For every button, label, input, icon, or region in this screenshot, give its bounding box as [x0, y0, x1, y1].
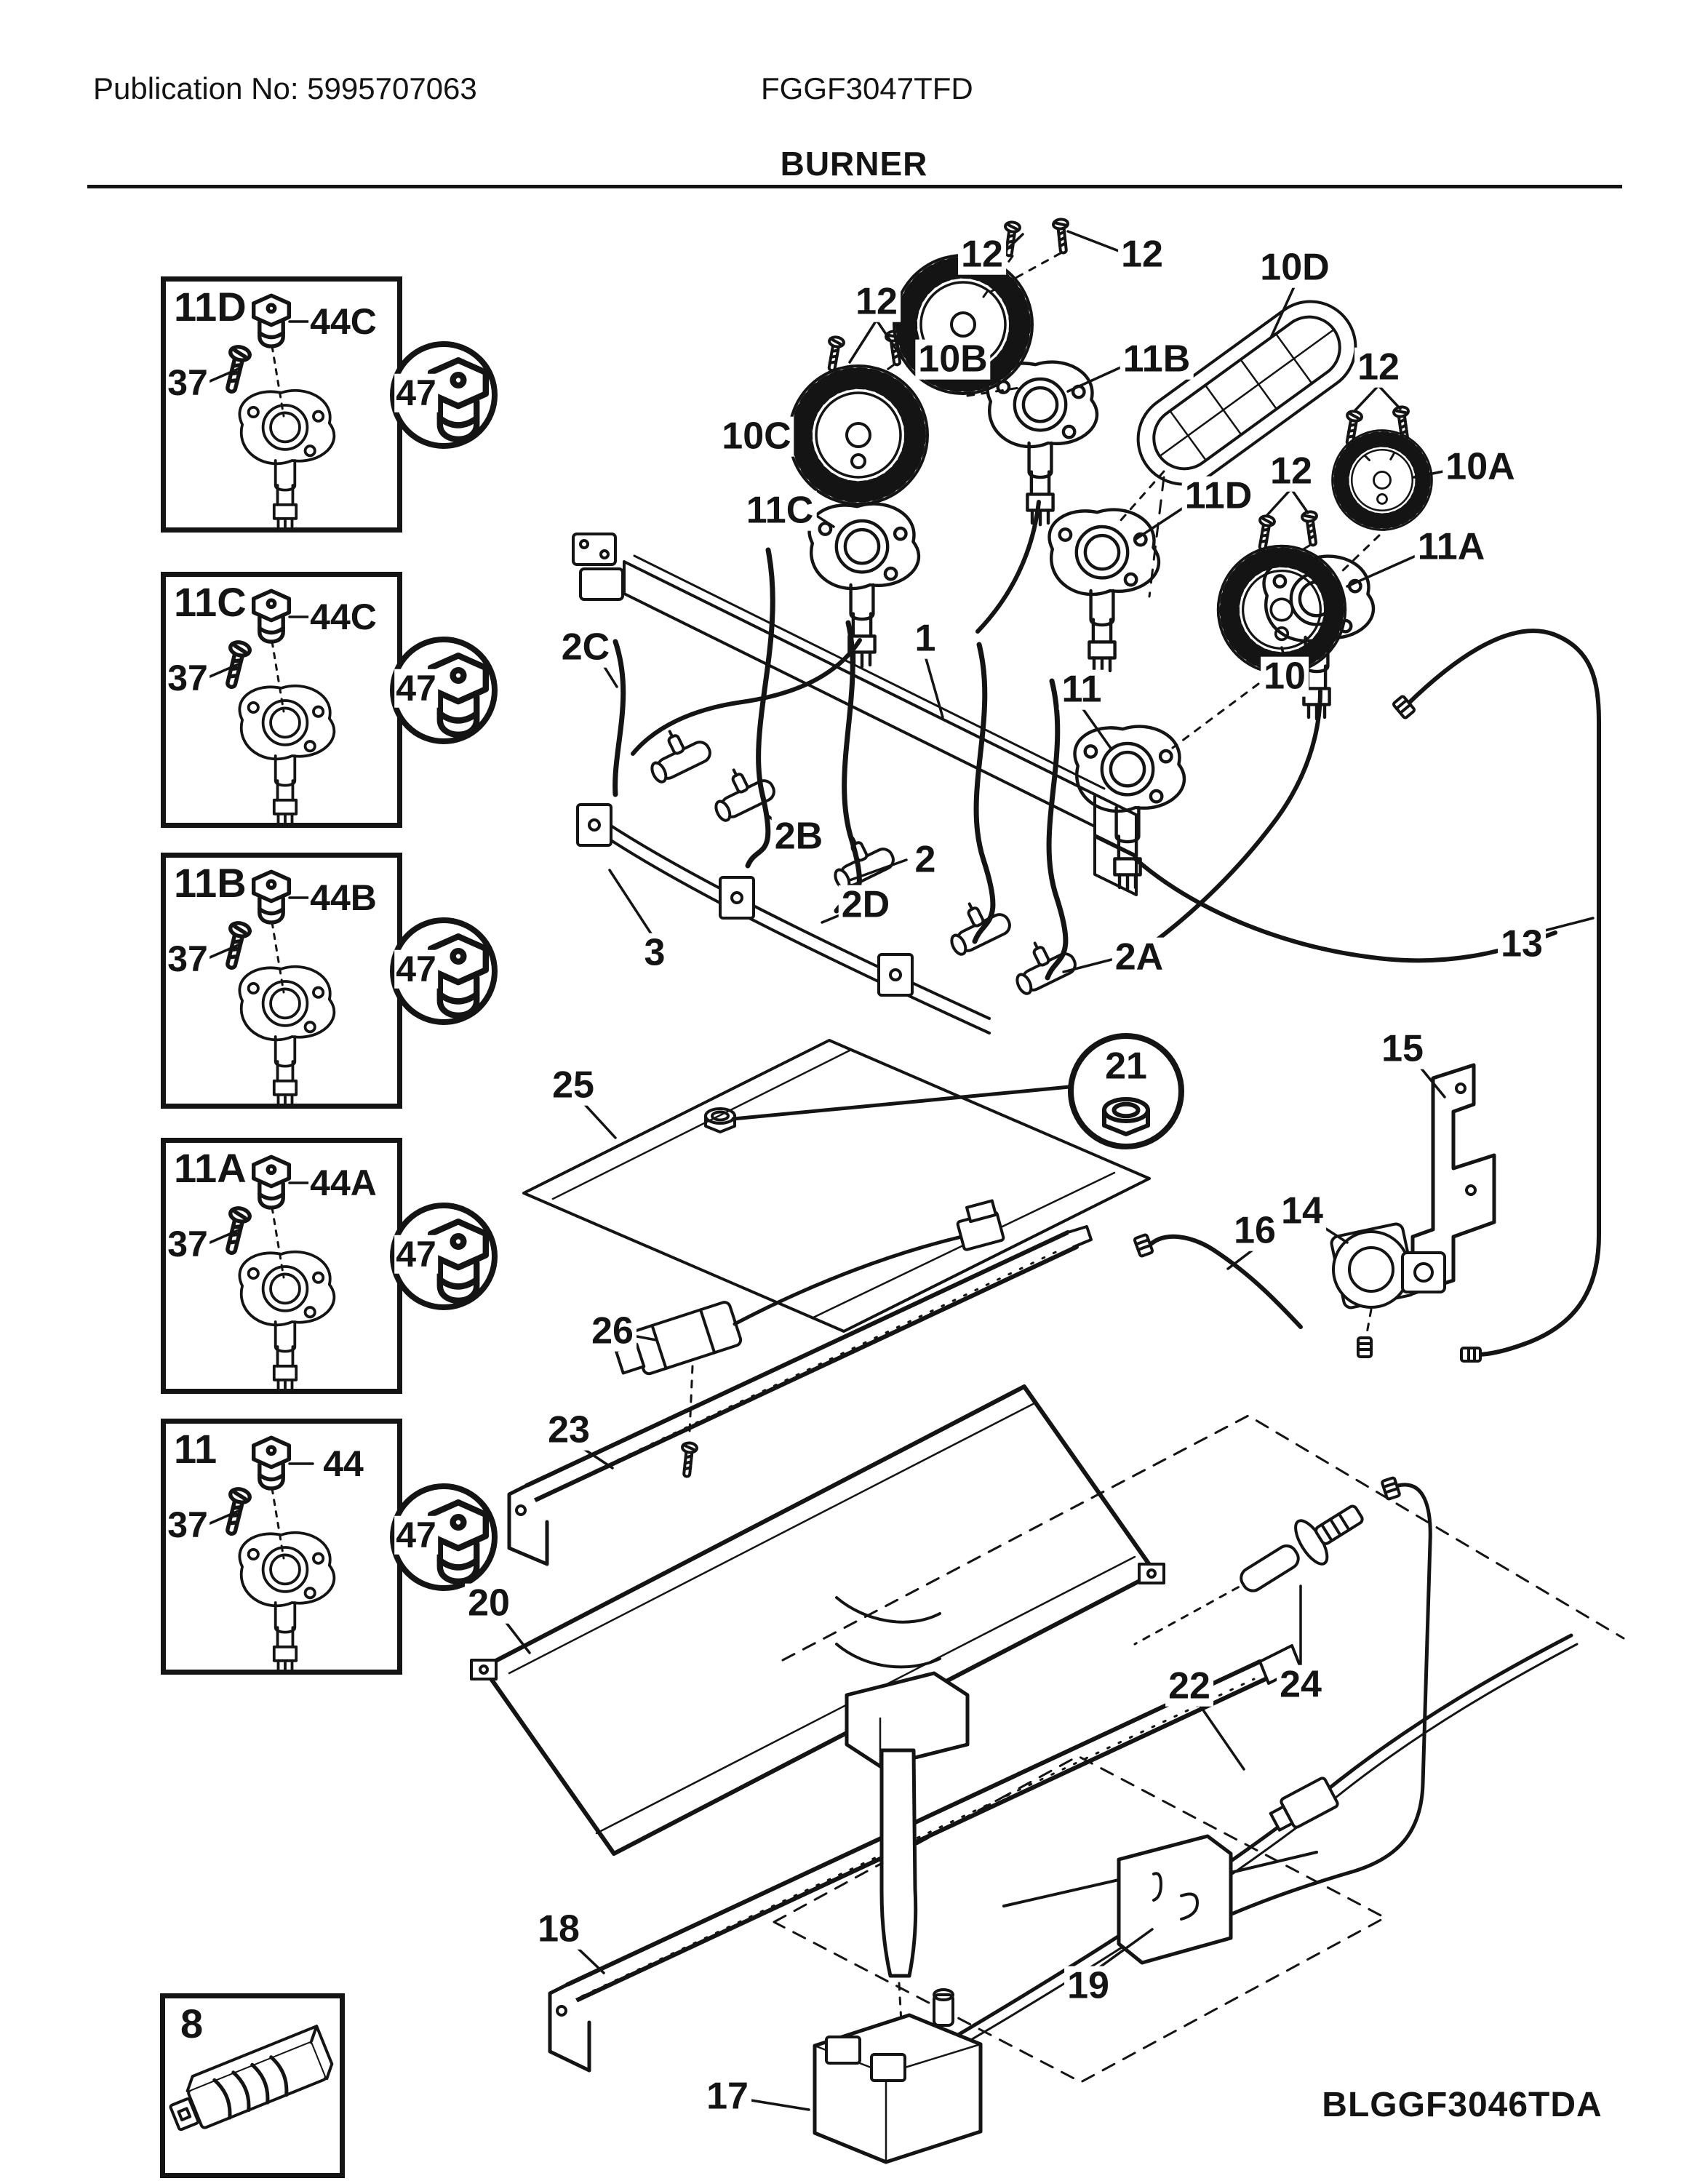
model-number: FGGF3047TFD [761, 71, 973, 105]
header-rule [87, 185, 1622, 188]
section-title: BURNER [780, 145, 928, 183]
publication-number: Publication No: 5995707063 [93, 71, 477, 105]
